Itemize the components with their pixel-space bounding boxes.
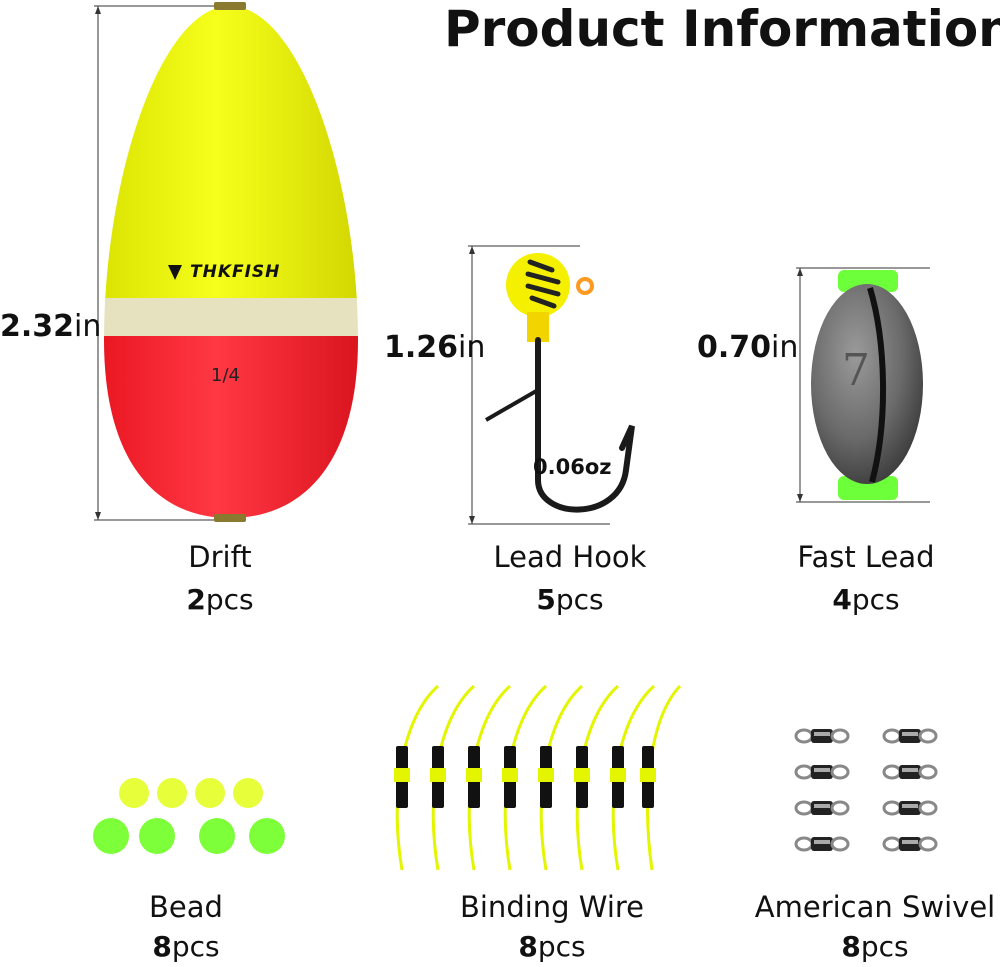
product-qty-bead: 8pcs	[152, 930, 220, 963]
product-name-lead-hook: Lead Hook	[493, 540, 647, 574]
product-name-american-swivel: American Swivel	[754, 890, 996, 924]
product-qty-fast-lead: 4pcs	[832, 583, 900, 616]
product-name-binding-wire: Binding Wire	[459, 890, 645, 924]
product-qty-american-swivel: 8pcs	[841, 930, 909, 963]
lead-hook-image	[468, 245, 635, 525]
product-name-fast-lead: Fast Lead	[797, 540, 935, 574]
product-name-bead: Bead	[149, 890, 223, 924]
binding-wire-image	[394, 684, 682, 871]
hook-dimension: 1.26in	[384, 330, 486, 365]
swivels-image	[794, 727, 938, 853]
page-title: Product Information	[444, 0, 1000, 58]
lead-dimension: 0.70in	[697, 330, 799, 365]
brand-label: THKFISH	[190, 262, 281, 282]
fast-lead-image	[796, 267, 930, 503]
beads-image	[93, 778, 285, 854]
float-top-cap	[214, 2, 246, 10]
product-qty-binding-wire: 8pcs	[518, 930, 586, 963]
drift-dimension: 2.32in	[0, 309, 102, 344]
drift-float-image	[94, 2, 358, 522]
float-bottom-cap	[214, 514, 246, 522]
product-name-drift: Drift	[188, 540, 252, 574]
brand-logo-icon	[168, 265, 182, 280]
product-qty-drift: 2pcs	[186, 583, 254, 616]
product-qty-lead-hook: 5pcs	[536, 583, 604, 616]
hook-weight: 0.06oz	[533, 455, 612, 479]
float-marking: 1/4	[211, 365, 240, 386]
sinker-marking: 7	[842, 345, 870, 396]
